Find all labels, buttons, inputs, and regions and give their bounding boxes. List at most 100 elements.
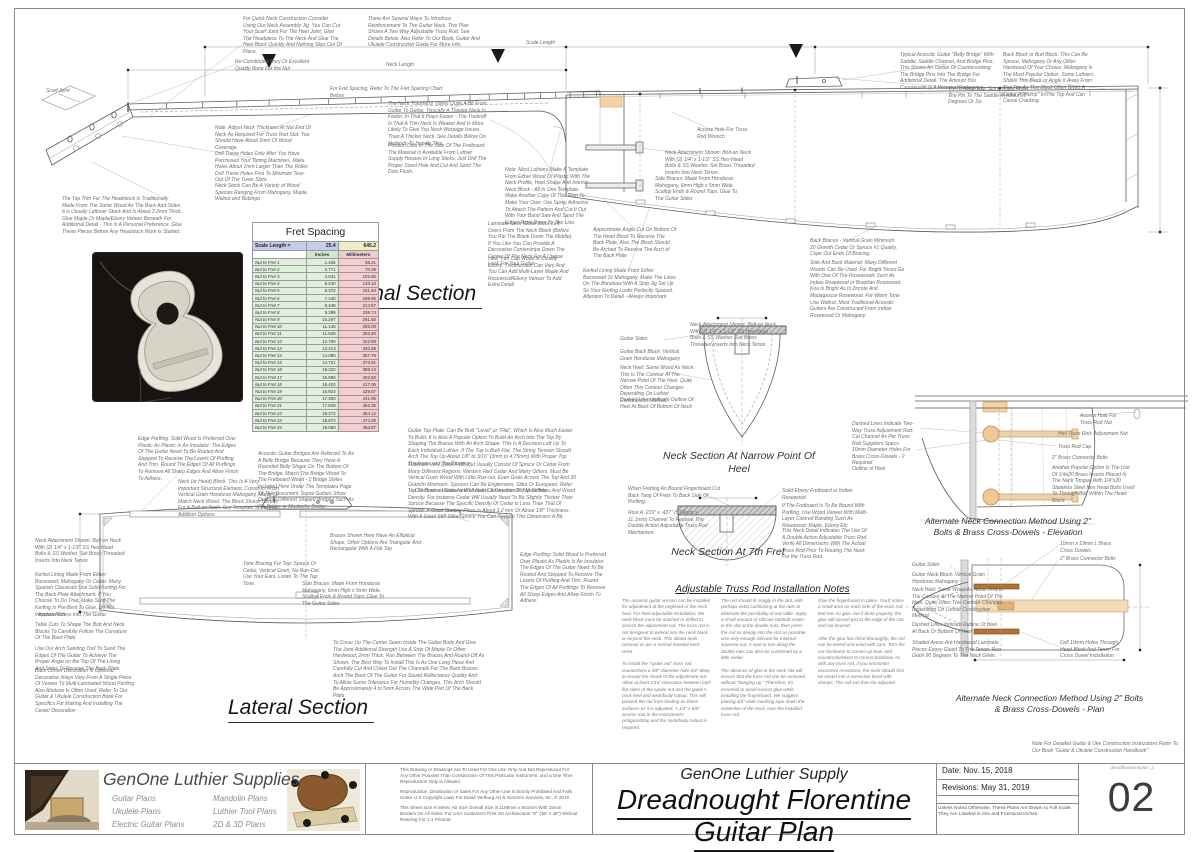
fret-table-cell: 303.40 (337, 329, 380, 339)
neck-narrow-heel-drawing (699, 317, 787, 445)
heading-alt-plan: Alternate Neck Connection Method Using 2… (955, 693, 1144, 715)
band-divider-4 (1078, 763, 1079, 835)
note-head-block-lat: Neck (or Head) Block. This Is A Very Imp… (178, 479, 279, 518)
truss-notes-column-1: The acoustic guitar version can be insta… (622, 598, 711, 730)
fret-table-cell: 14.721 (305, 358, 339, 367)
logo-product: 2D & 3D Plans (213, 819, 266, 829)
fret-table-cell: 389.13 (337, 365, 380, 375)
note-neck-length-label: Neck Length (386, 62, 415, 68)
fret-table-cell: 18.672 (305, 416, 339, 425)
logo-product: Guitar Plans (112, 794, 157, 803)
fret-table-cell: Nut to Fret 11 (252, 329, 307, 339)
scale-length-label-cell: Scale Length = (252, 241, 307, 251)
note-table-cuts: Table Cuts To Shape The Butt And Neck Bl… (35, 622, 127, 642)
fret-table-cell: 36.21 (337, 257, 380, 267)
fret-table-cell: 19.050 (305, 423, 339, 432)
sheet-border (14, 8, 1185, 835)
fret-table-cell: 8.448 (305, 301, 339, 310)
note-kerfed-lining-long: Kerfed Lining Made From Either Basswood … (583, 268, 676, 301)
note-access-hole-long: Access Hole For Truss Rod Wrench (697, 127, 748, 140)
title-band-divider (14, 763, 1185, 764)
guitar-mold-photo (92, 252, 243, 402)
note-neck-jig: For Quick Neck Construction Consider Usi… (243, 16, 342, 55)
fret-table-cell: 102.65 (337, 272, 380, 281)
fret-table-cell: Nut to Fret 19 (252, 387, 307, 396)
scale-length-mm: 645.2 (337, 241, 380, 251)
note-dashed-plan: Dashed Lines Indicate Outline Of Heel At… (912, 622, 998, 635)
fret-table-cell: 283.08 (337, 322, 380, 331)
note-edge-purfling-lat: Edge Purfling: Solid Wood Is Preferred O… (138, 436, 239, 482)
note-hex-truss-nut: Hex Truss Rod: Adjustment Nut (1058, 431, 1128, 437)
note-tone-bracing: Tone Bracing For Top: Spruce Or Cedar, V… (243, 561, 321, 587)
fret-table-cell: 13.413 (305, 344, 339, 353)
note-scale-length-label: Scale Length (526, 40, 556, 46)
note-neck-stock: Neck Stock Can Be A Variety of Wood Spec… (215, 183, 309, 203)
alt-connection-elevation-drawing (915, 395, 1188, 525)
fret-table-cell: Nut to Fret 20 (252, 394, 307, 403)
fret-table-cell: Nut to Fret 5 (252, 286, 307, 295)
fret-table-cell: 483.87 (337, 423, 380, 432)
note-truss-channel: Rout A .219" x .437" (5.54mm x 11.1mm) C… (628, 510, 708, 536)
note-belly-bridge: Typical Acoustic Guitar "Belly Bridge" W… (900, 52, 994, 91)
fret-table-cell: 16.420 (305, 380, 339, 389)
note-back-braces: Back Braces - Vertical Grain Minimum 20 … (810, 238, 898, 258)
fret-table-cell: 133.10 (337, 279, 380, 288)
fret-table-cell: 214.57 (337, 301, 380, 310)
fret-table-cell: 188.96 (337, 293, 380, 303)
note-side-braces-long: Side Braces: Made From Honduras Mahogany… (655, 176, 738, 202)
fret-table-cell: 9.399 (305, 308, 339, 317)
fret-table-cell: 18.272 (305, 408, 339, 418)
heading-neck-narrow: Neck Section At Narrow Point Of Heel (663, 450, 815, 476)
fret-table-cell: 7.440 (305, 293, 339, 303)
fret-table-cell: 11.945 (305, 329, 339, 339)
fret-table-cell: 161.84 (337, 286, 380, 295)
legal-paragraph: This Sheet Size is Metric A0 Size Overal… (400, 804, 578, 822)
file-code: dreadflorentineplan_2 (1110, 765, 1154, 770)
note-ebony-fretboard: Solid Ebony Fretboard or Indian Rosewood (782, 488, 853, 501)
note-belly-bridge-lat: Acoustic Guitar Bridges Are Referred To … (258, 451, 354, 510)
fret-table-cell: Nut to Fret 1 (252, 257, 307, 267)
fret-table-cell: Nut to Fret 6 (252, 293, 307, 303)
fret-table-cell: 474.28 (337, 416, 380, 425)
fret-table-cell: 70.39 (337, 265, 380, 274)
note-outline-heel-elev: Outline of Heel (852, 466, 886, 472)
fret-table-cell: 429.87 (337, 387, 380, 396)
fret-table-cell: Nut to Fret 3 (252, 272, 307, 281)
fret-table-cell: Nut to Fret 4 (252, 279, 307, 288)
neck-7th-fret-drawing (677, 497, 777, 566)
scale-disclaimer: Unless Noted Otherwise, These Plans Are … (938, 806, 1072, 818)
note-side-braces-lat: Side Braces: Made From Honduras Mahogany… (302, 581, 385, 607)
note-approx-arch: Approx Arch (38, 612, 66, 618)
fret-table-cell: Nut to Fret 12 (252, 337, 307, 346)
fret-table-cell: 340.68 (337, 344, 380, 353)
note-tuner-holes: Drill These Holes Only After You Have Pu… (215, 151, 309, 184)
fret-table-cell: 4.041 (305, 272, 339, 281)
empty-header-cell (252, 250, 307, 259)
fret-table-cell: 15.320 (305, 365, 339, 375)
heading-truss-notes: Adjustable Truss Rod Installation Notes (675, 584, 850, 595)
note-neck-attach-lat: Neck Attachment Shown: Bolt-on Neck With… (35, 538, 125, 564)
legal-text-block: This Drawing or Drawings Are To Used For… (400, 767, 578, 827)
fret-table-cell: Nut to Fret 17 (252, 372, 307, 382)
dimension-nodes (78, 45, 1162, 662)
note-back-center-decor: Back Center Decoration Is Optional. Deco… (35, 668, 136, 714)
inches-column-header: Inches (305, 250, 339, 259)
alt-connection-plan-drawing (905, 558, 1150, 661)
note-drill-plan: Drill 10mm Holes Through Head Block And … (1060, 640, 1120, 660)
fret-table-cell: 417.06 (337, 380, 380, 389)
scale-length-inches: 25.4 (305, 241, 339, 251)
